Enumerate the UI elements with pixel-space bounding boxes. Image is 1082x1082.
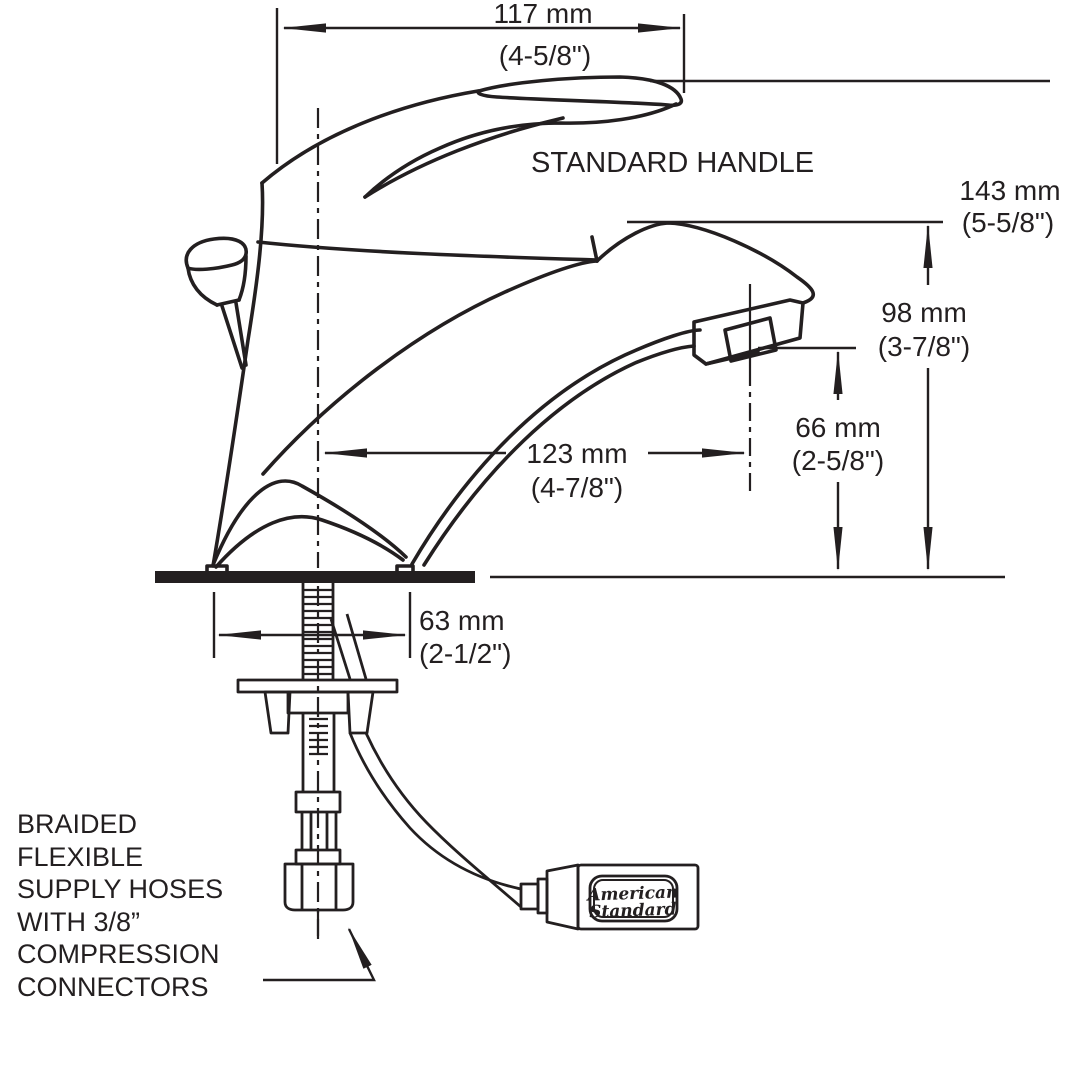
connector-neck	[545, 863, 580, 931]
dim-123-metric: 123 mm	[526, 438, 627, 469]
note-line-3: SUPPLY HOSES	[17, 874, 223, 904]
compression-nut	[283, 862, 355, 912]
sink-deck	[155, 571, 475, 583]
body-seam	[256, 240, 598, 262]
faucet-outline	[184, 75, 816, 573]
spout-top-edge	[595, 221, 816, 305]
dimension-lines	[217, 23, 933, 982]
body-left-crease	[261, 259, 599, 476]
seam-notch	[590, 235, 599, 263]
popup-knob-skirt-left	[186, 266, 219, 307]
connector-ferrule	[519, 882, 540, 911]
popup-rod-right	[234, 301, 248, 367]
spout-underside-inner	[422, 344, 696, 567]
curved-hose-outer-wall	[345, 613, 522, 909]
note-line-2: FLEXIBLE	[17, 842, 143, 872]
popup-rod-left	[220, 304, 244, 370]
body-left-edge	[211, 181, 265, 568]
note-line-6: CONNECTORS	[17, 972, 209, 1002]
flange-wing-left	[263, 690, 292, 735]
dim-117-metric: 117 mm	[493, 0, 592, 29]
handle-crease	[363, 116, 565, 199]
logo-plate-outer	[588, 874, 679, 923]
handle-top-edge	[260, 89, 480, 185]
dim-143-imperial: (5-5/8")	[962, 207, 1054, 238]
base-foot-right	[395, 564, 415, 573]
dim-63-imperial: (2-1/2")	[419, 638, 511, 669]
centerlines	[316, 108, 752, 940]
standard-handle-label: STANDARD HANDLE	[531, 147, 814, 179]
brand-logo: American Standard	[585, 882, 679, 922]
handle-underside	[363, 102, 678, 199]
note-line-4: WITH 3/8”	[17, 907, 140, 937]
dim-63-metric: 63 mm	[419, 605, 505, 636]
under-deck-assembly	[236, 583, 700, 936]
dimension-labels: 117 mm (4-5/8") STANDARD HANDLE 143 mm (…	[419, 0, 1061, 669]
popup-knob-skirt-right	[237, 254, 248, 302]
reference-lines	[212, 8, 1050, 658]
popup-knob-neck	[215, 298, 241, 307]
flange-wing-right	[346, 690, 375, 735]
supply-note-leader	[263, 927, 376, 982]
connector-block	[576, 863, 700, 931]
base-foot-left	[205, 564, 229, 573]
popup-knob-cap	[184, 236, 248, 272]
base-arc-upper	[211, 479, 408, 567]
aerator-housing	[692, 298, 805, 366]
spout-underside-outer	[410, 328, 702, 566]
dim-117-imperial: (4-5/8")	[499, 40, 591, 71]
aerator-face	[723, 316, 778, 363]
note-line-5: COMPRESSION	[17, 939, 220, 969]
dim-98-metric: 98 mm	[881, 297, 967, 328]
logo-line-1: American	[585, 882, 679, 905]
supply-hose-note: BRAIDED FLEXIBLE SUPPLY HOSES WITH 3/8” …	[17, 809, 223, 1002]
note-line-1: BRAIDED	[17, 809, 137, 839]
dim-66-imperial: (2-5/8")	[792, 445, 884, 476]
dim-143-metric: 143 mm	[959, 175, 1060, 206]
dim-123-imperial: (4-7/8")	[531, 472, 623, 503]
base-arc-lower	[214, 514, 405, 569]
dim-66-metric: 66 mm	[795, 412, 881, 443]
dim-98-imperial: (3-7/8")	[878, 331, 970, 362]
logo-plate-inner	[593, 879, 674, 918]
curved-hose-inner-wall	[329, 618, 522, 891]
logo-line-2: Standard	[589, 899, 677, 922]
